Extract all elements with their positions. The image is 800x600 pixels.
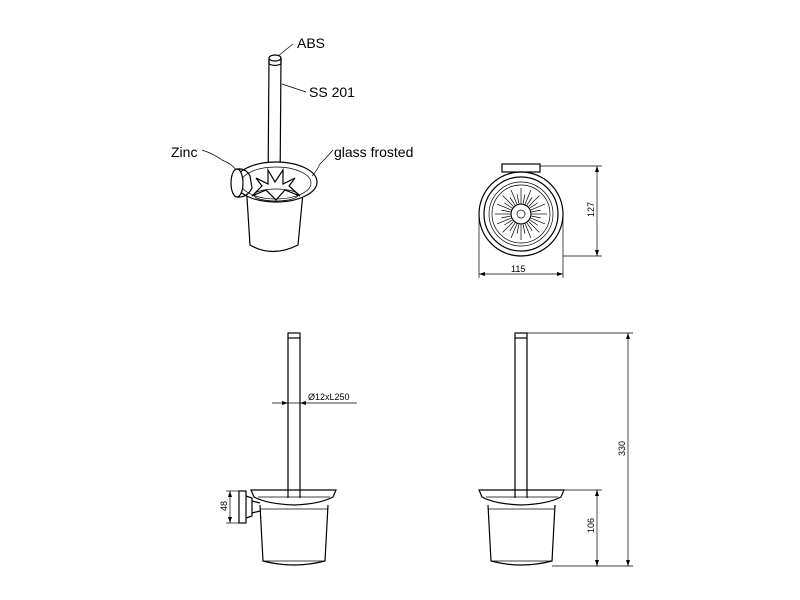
bristle-line [509, 197, 516, 206]
bristle-line [510, 189, 518, 204]
brush-radial-pattern [495, 188, 547, 240]
ss-label: SS 201 [309, 84, 355, 100]
bristle-line [522, 224, 526, 234]
bristle-line [510, 224, 518, 239]
bristle-line [524, 224, 532, 239]
zinc-label: Zinc [171, 144, 197, 160]
cup-height-dimension: 106 [586, 518, 596, 533]
bristle-line [502, 195, 514, 207]
bristle-line [531, 209, 541, 213]
bristle-line [531, 217, 546, 225]
bristle-line [531, 215, 541, 219]
bristle-line [501, 215, 511, 219]
bristle-line [502, 221, 514, 233]
mount-height-dimension: 48 [219, 501, 229, 511]
bristle-line [504, 219, 513, 226]
front-view [226, 332, 357, 566]
width-dimension: 115 [511, 264, 525, 274]
bristle-line [496, 217, 511, 225]
side-view [478, 332, 633, 567]
bristle-line [516, 224, 520, 234]
total-height-dimension: 330 [617, 441, 627, 456]
handle-dimension: Ø12xL250 [308, 392, 350, 402]
bristle-line [504, 202, 513, 209]
bristle-line [528, 195, 540, 207]
glass-label: glass frosted [334, 144, 413, 160]
depth-dimension: 127 [586, 202, 596, 217]
bristle-line [529, 219, 538, 226]
bristle-line [516, 194, 520, 204]
bristle-line [528, 221, 540, 233]
abs-label: ABS [297, 35, 325, 51]
bristle-line [529, 202, 538, 209]
bristle-line [526, 222, 533, 231]
bristle-line [522, 194, 526, 204]
top-view [478, 163, 602, 278]
bristle-line [496, 203, 511, 211]
bristle-line [501, 209, 511, 213]
bristle-line [524, 189, 532, 204]
brush-bristles [251, 167, 301, 202]
isometric-view [201, 43, 334, 253]
bristle-line [531, 203, 546, 211]
bristle-line [509, 222, 516, 231]
bristle-line [526, 197, 533, 206]
